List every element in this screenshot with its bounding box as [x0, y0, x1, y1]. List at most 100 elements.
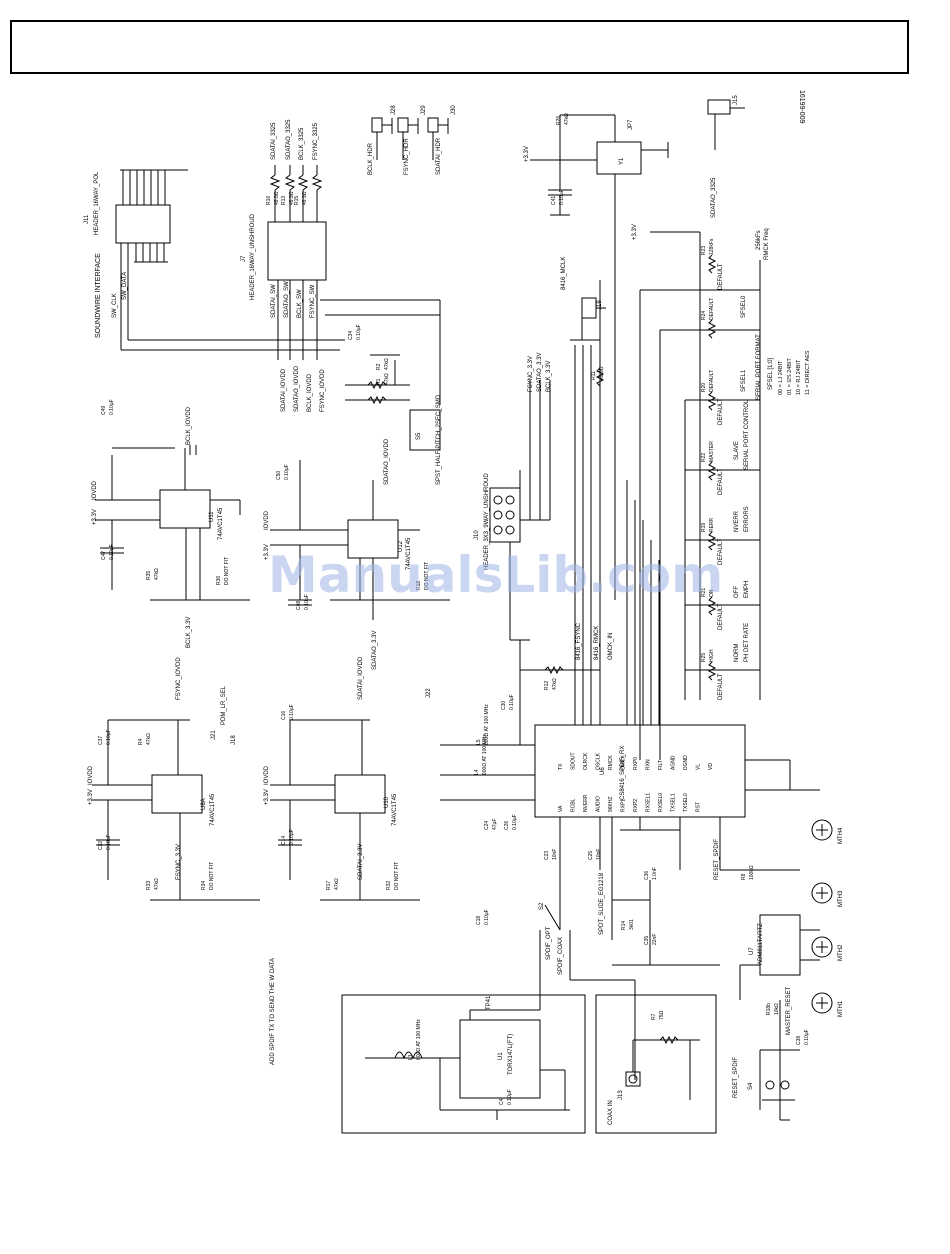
u6-pin-label: RMCK [608, 755, 614, 770]
mth1-hole [811, 992, 833, 1014]
watermark: ManualsLib.com [268, 546, 723, 604]
p33-y1-label: +3.3V [524, 146, 530, 162]
u6-pin-label: RXSEL1 [646, 793, 652, 812]
passive-value: 0.10µF [109, 544, 115, 560]
passive-value: 0.10µF [304, 594, 310, 610]
passive-value: 100kΩ [749, 865, 755, 880]
passive-ref: R18 [416, 581, 422, 590]
passive-value: DO NOT FIT [424, 562, 430, 590]
passive-ref: C23 [544, 851, 550, 860]
u6-pin-label: TXSEL1 [671, 793, 677, 812]
passive-value: 0.10µF [106, 729, 112, 745]
u6-pin-label: VD [708, 763, 714, 770]
passive-value: 0.10µF [106, 834, 112, 850]
u6-ref: U6 [600, 767, 606, 775]
norm-note: NORM [734, 644, 740, 662]
passive-value: 0.10µF [284, 464, 290, 480]
u6-pin-label: TXSEL0 [683, 793, 689, 812]
jp7-ref: JP7 [628, 119, 634, 130]
j7-ref: J7 [241, 255, 247, 262]
u6-pin-label: OSCLK [596, 752, 602, 770]
passive-value: ON [709, 589, 715, 597]
passive-value: 0.10µF [289, 704, 295, 720]
passive-ref: R22 [701, 453, 707, 462]
j28-ref: J28 [391, 105, 397, 115]
passive-value: 0.10µF [512, 814, 518, 830]
passive-ref: C26 [504, 821, 510, 830]
p33-u10-label: +3.3V [264, 789, 270, 805]
j10-header-body [489, 487, 521, 543]
s5-switch-body [409, 409, 441, 451]
sfsel-format-line: 00 = LJ 24BIT [778, 360, 784, 395]
bclk-iovdd-u11-label: BCLK_IOVDD [186, 406, 192, 445]
passive-value: 600Ω AT 100 MHz [484, 704, 490, 745]
j21-ref: J21 [211, 730, 217, 740]
u11-transceiver-body [159, 489, 211, 529]
fsync-33v-u8-label: FSYNC_3.3V [176, 844, 182, 880]
passive-value: 10nF [552, 849, 558, 860]
u1-optical-receiver-body [459, 1019, 541, 1099]
u6-pin-label: OMCK [621, 754, 627, 770]
passive-value: 10nF [596, 849, 602, 860]
mth3-hole [811, 882, 833, 904]
passive-value: 47kΩ [384, 358, 390, 370]
fsync-iovdd-label: FSYNC_IOVDD [320, 369, 326, 412]
iovdd-u10-label: IOVDD [264, 765, 270, 785]
sdatao-iovdd-label: SDATAO_IOVDD [294, 365, 300, 412]
sdatai-33v-u10-label: SDATAI_3.3V [358, 844, 364, 880]
passive-value: 47kΩ [552, 678, 558, 690]
iovdd-u11-label: IOVDD [92, 480, 98, 500]
soundwire-label: SOUNDWIRE INTERFACE [95, 253, 102, 338]
passive-ref: R23 [701, 246, 707, 255]
passive-ref: R36 [216, 576, 222, 585]
sw-clk-label: SW_CLK [112, 293, 118, 318]
rmck-freq-note: RMCK Freq [764, 228, 770, 260]
u6-pin-label: SDOUT [571, 753, 577, 771]
reset-spdif-label: RESET_SPDIF [714, 839, 720, 880]
passive-ref: R8 [741, 873, 747, 880]
default-r25-note: DEFAULT [718, 673, 724, 700]
u6-pin-label: VA [558, 805, 564, 812]
emph-note: EMPH [744, 581, 750, 598]
passive-ref: C47 [101, 551, 107, 560]
mth4-hole [811, 819, 833, 841]
passive-ref: C34 [348, 331, 354, 340]
passive-value: 0.10µF [356, 324, 362, 340]
mounting-hole-label: MTH3 [838, 890, 844, 907]
title-block [10, 20, 909, 74]
passive-value: 1.0nF [652, 867, 658, 880]
8416-mclk-label: 8416_MCLK [561, 257, 567, 290]
passive-ref: L4 [474, 769, 480, 775]
passive-ref: R24 [701, 311, 707, 320]
nverr-note: NVERR [734, 510, 740, 532]
add-spdif-note: ADD SPDIF TX TO SEND THE W DATA [270, 958, 276, 1065]
coax-in-label: COAX IN [608, 1100, 614, 1125]
u6-pin-label: RXN [646, 759, 652, 770]
default-r23-note: DEFAULT [718, 263, 724, 290]
default-r22-note: DEFAULT [718, 468, 724, 495]
passive-value: 3k01 [629, 919, 635, 930]
p33-u8-label: +3.3V [88, 789, 94, 805]
p33-config-label: +3.3V [632, 224, 638, 240]
figure-id: 16199-009 [798, 90, 805, 124]
s2-part: SPDT_SLIDE_EG1218 [599, 872, 605, 935]
passive-value: RERR [709, 517, 715, 532]
u8a-transceiver-body [151, 774, 203, 814]
passive-value: 47kΩ [154, 878, 160, 890]
passive-value: MASTER [709, 441, 715, 462]
sdatai-3325-label: SDATAI_3325 [271, 122, 277, 160]
u6-pin-label: RXP2 [633, 799, 639, 812]
u6-pin-label: RXP1 [621, 799, 627, 812]
passive-value: 47kΩ [334, 878, 340, 890]
passive-value: HIGH [709, 649, 715, 662]
sfsel-format-line: 11 = DIRECT AES [805, 350, 811, 395]
passive-value: 49.9Ω [274, 191, 280, 205]
passive-value: 0.10µF [109, 399, 115, 415]
passive-value: DO NOT FIT [209, 862, 215, 890]
passive-ref: R25 [701, 653, 707, 662]
sw-data-label: SW_DATA [122, 272, 128, 300]
j11-ref: J11 [84, 214, 90, 224]
p33-u11-label: +3.3V [92, 509, 98, 525]
passive-ref: R18b [766, 1003, 772, 1015]
